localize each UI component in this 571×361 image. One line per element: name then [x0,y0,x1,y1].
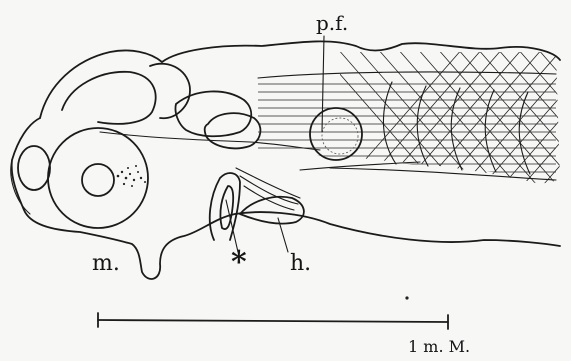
label-mouth: m. [92,251,120,276]
myotome-arcs [383,82,530,174]
brain-lobe-front [62,72,156,124]
speck [405,296,408,299]
trunk-upper-edge [258,72,556,78]
label-pectoral-fin: p.f. [316,11,348,35]
myotome-hatching [258,84,560,172]
label-asterisk: * [231,245,247,280]
trunk-lower-edge [330,168,556,180]
head-outline [40,41,560,118]
nostril-left [18,146,50,190]
eye-pigment-stipple [117,165,146,187]
opercular-lines [236,168,300,210]
gill-arch-outer [210,173,240,240]
eye-outer [48,128,148,228]
scale-bar-label: 1 m. M. [408,337,470,356]
scale-bar-line [98,320,448,322]
yolk-crosshatch [310,40,571,200]
pectoral-fin-inner [322,118,358,154]
brain-lobe-mid [150,64,190,118]
eye-lens [82,164,114,196]
otic-vesicle [205,113,261,148]
label-heart: h. [290,251,311,276]
